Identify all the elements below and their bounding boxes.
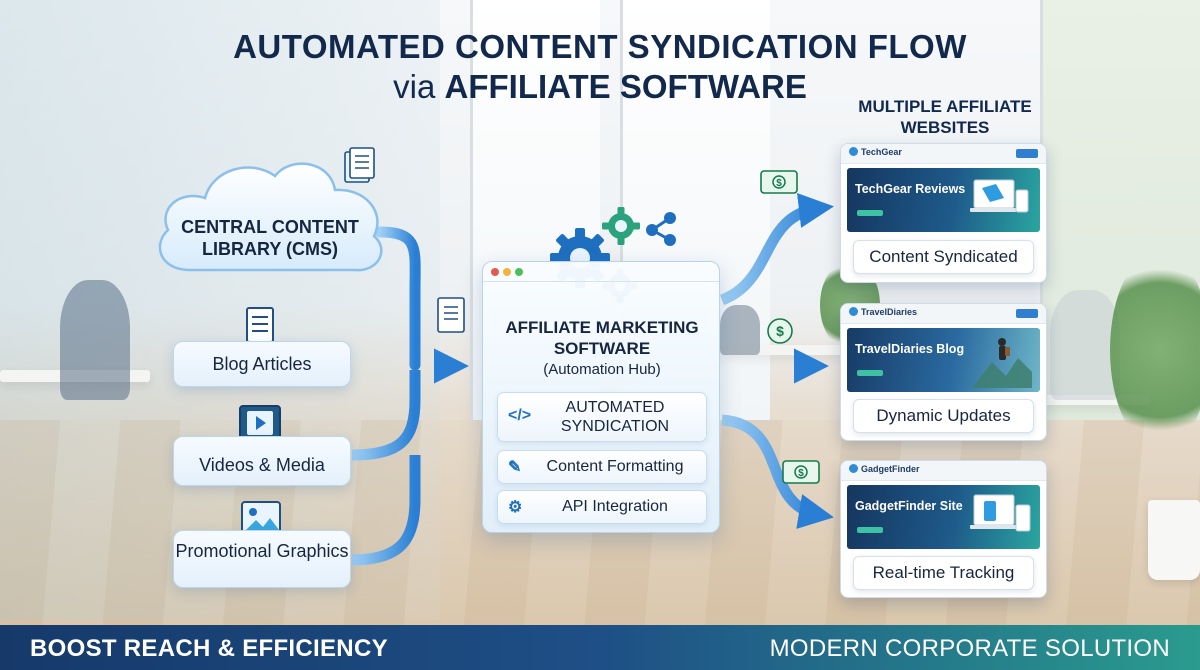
central-content-library: CENTRAL CONTENT LIBRARY (CMS) bbox=[150, 150, 390, 275]
site-hero-title: TravelDiaries Blog bbox=[855, 342, 964, 356]
site-hero-banner: TechGear Reviews bbox=[847, 168, 1040, 232]
hub-subtitle: (Automation Hub) bbox=[483, 361, 721, 378]
site-hero-banner: TravelDiaries Blog bbox=[847, 328, 1040, 392]
site-top-bar: TravelDiaries bbox=[841, 304, 1046, 324]
footer-banner: BOOST REACH & EFFICIENCY MODERN CORPORAT… bbox=[0, 625, 1200, 670]
site-nav-button bbox=[1016, 309, 1038, 318]
traveler-image-icon bbox=[972, 332, 1032, 388]
window-title-bar bbox=[483, 262, 719, 282]
gear-icon: ⚙ bbox=[508, 497, 522, 517]
site-hero-banner: GadgetFinder Site bbox=[847, 485, 1040, 549]
site-status-tag: Content Syndicated bbox=[853, 240, 1034, 274]
footer-right-text: MODERN CORPORATE SOLUTION bbox=[770, 635, 1170, 663]
flow-arrow-videos bbox=[352, 370, 415, 455]
window-minimize-dot bbox=[503, 268, 511, 276]
feature-api-integration: ⚙ API Integration bbox=[497, 490, 707, 524]
edit-icon: ✎ bbox=[508, 457, 521, 477]
site-card-techgear: TechGear TechGear Reviews Content Syndic… bbox=[840, 143, 1047, 283]
share-icon bbox=[646, 212, 676, 246]
flow-arrow-techgear bbox=[722, 208, 820, 300]
window-close-dot bbox=[491, 268, 499, 276]
site-top-bar: TechGear bbox=[841, 144, 1046, 164]
affiliate-marketing-software-hub: AFFILIATE MARKETING SOFTWARE (Automation… bbox=[482, 261, 720, 533]
destinations-heading: MULTIPLE AFFILIATE WEBSITES bbox=[830, 96, 1060, 138]
site-logo: TechGear bbox=[849, 147, 902, 157]
feature-content-formatting: ✎ Content Formatting bbox=[497, 450, 707, 484]
dollar-coin-icon: $ bbox=[768, 319, 792, 343]
feature-label: Content Formatting bbox=[530, 458, 700, 476]
site-hero-title: TechGear Reviews bbox=[855, 182, 965, 196]
source-card-label: Promotional Graphics bbox=[174, 541, 350, 562]
site-logo: TravelDiaries bbox=[849, 307, 917, 317]
feature-automated-syndication: </> AUTOMATED SYNDICATION bbox=[497, 392, 707, 442]
source-card-blog: Blog Articles bbox=[173, 341, 351, 387]
source-card-graphics: Promotional Graphics bbox=[173, 530, 351, 588]
source-card-videos: Videos & Media bbox=[173, 436, 351, 486]
site-hero-button bbox=[857, 527, 883, 533]
site-card-traveldiaries: TravelDiaries TravelDiaries Blog Dynamic… bbox=[840, 303, 1047, 441]
laptop-icon bbox=[968, 176, 1030, 224]
svg-text:$: $ bbox=[776, 323, 784, 339]
hub-title: AFFILIATE MARKETING SOFTWARE bbox=[483, 317, 721, 359]
site-logo: GadgetFinder bbox=[849, 464, 920, 474]
gear-icon bbox=[602, 207, 640, 245]
source-card-label: Blog Articles bbox=[174, 342, 350, 386]
site-nav-button bbox=[1016, 149, 1038, 158]
money-icon: $ bbox=[783, 461, 819, 483]
site-hero-title: GadgetFinder Site bbox=[855, 499, 963, 513]
site-hero-button bbox=[857, 370, 883, 376]
window-maximize-dot bbox=[515, 268, 523, 276]
footer-left-text: BOOST REACH & EFFICIENCY bbox=[30, 635, 388, 663]
cloud-label: CENTRAL CONTENT LIBRARY (CMS) bbox=[170, 216, 370, 260]
flow-arrow-graphics bbox=[352, 455, 415, 560]
code-brackets-icon: </> bbox=[508, 407, 531, 425]
feature-label: AUTOMATED SYNDICATION bbox=[530, 398, 700, 436]
devices-icon bbox=[970, 491, 1032, 543]
money-icon: $ bbox=[761, 171, 797, 193]
site-card-gadgetfinder: GadgetFinder GadgetFinder Site Real-time… bbox=[840, 460, 1047, 598]
document-icon bbox=[240, 305, 280, 345]
site-hero-button bbox=[857, 210, 883, 216]
svg-text:$: $ bbox=[798, 468, 804, 479]
svg-text:$: $ bbox=[776, 178, 782, 189]
site-status-tag: Dynamic Updates bbox=[853, 399, 1034, 433]
site-status-tag: Real-time Tracking bbox=[853, 556, 1034, 590]
source-card-label: Videos & Media bbox=[174, 437, 350, 493]
document-icon bbox=[438, 298, 464, 332]
site-top-bar: GadgetFinder bbox=[841, 461, 1046, 481]
feature-label: API Integration bbox=[530, 498, 700, 516]
